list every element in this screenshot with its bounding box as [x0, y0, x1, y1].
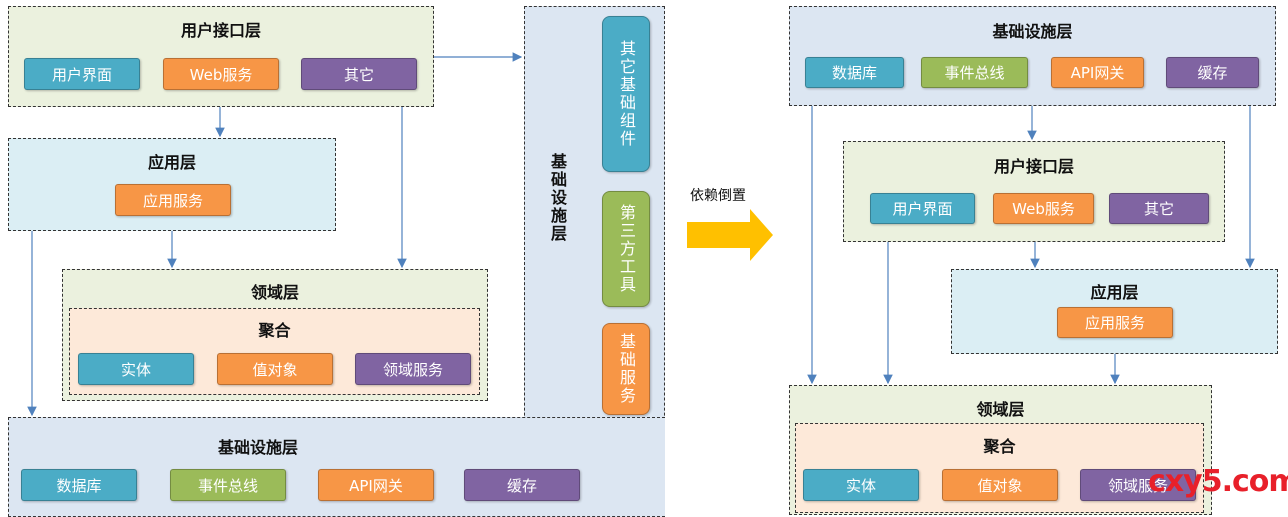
- right-domain-item-domain-service: 领域服务: [1080, 469, 1196, 501]
- right-ui-item-user-interface: 用户界面: [870, 193, 975, 224]
- left-app-item-app-service: 应用服务: [115, 184, 231, 216]
- left-infra-item-database: 数据库: [21, 469, 137, 501]
- left-infra-vertical-title: 基础设施层: [548, 153, 567, 243]
- left-app-layer-title: 应用层: [147, 153, 196, 172]
- left-ui-layer-title: 用户接口层: [180, 21, 261, 40]
- left-infra-basic-services: 基础服务: [602, 323, 650, 415]
- connector-arrows: [27, 52, 1255, 417]
- dependency-inversion-arrow: [687, 209, 773, 261]
- left-infra-third-party-tools: 第三方工具: [602, 191, 650, 307]
- left-domain-item-value-object: 值对象: [217, 353, 333, 385]
- right-domain-item-entity: 实体: [803, 469, 919, 501]
- watermark: cxy5.com: [1148, 464, 1288, 499]
- left-infra-bottom-title: 基础设施层: [217, 438, 298, 457]
- right-infra-item-database: 数据库: [805, 57, 904, 88]
- right-aggregate-title: 聚合: [983, 437, 1016, 456]
- left-infra-item-event-bus: 事件总线: [170, 469, 286, 501]
- left-domain-item-entity: 实体: [78, 353, 194, 385]
- left-ui-item-other: 其它: [301, 58, 417, 90]
- right-infra-layer: 基础设施层: [789, 6, 1276, 106]
- right-ui-item-other: 其它: [1109, 193, 1209, 224]
- right-ui-layer-title: 用户接口层: [993, 157, 1074, 176]
- left-ui-item-web-service: Web服务: [163, 58, 279, 90]
- left-infra-other-components: 其它基础组件: [602, 16, 650, 172]
- right-infra-item-api-gateway: API网关: [1051, 57, 1144, 88]
- left-ui-layer: 用户接口层: [8, 6, 434, 107]
- left-infra-item-cache: 缓存: [464, 469, 580, 501]
- left-domain-item-domain-service: 领域服务: [355, 353, 471, 385]
- right-infra-item-cache: 缓存: [1166, 57, 1259, 88]
- right-app-layer-title: 应用层: [1090, 283, 1139, 302]
- right-app-item-app-service: 应用服务: [1057, 307, 1173, 338]
- right-ui-layer: 用户接口层: [843, 141, 1225, 242]
- dependency-inversion-label: 依赖倒置: [690, 188, 746, 204]
- right-ui-item-web-service: Web服务: [993, 193, 1094, 224]
- left-ui-item-user-interface: 用户界面: [24, 58, 140, 90]
- left-infra-item-api-gateway: API网关: [318, 469, 434, 501]
- right-infra-layer-title: 基础设施层: [992, 22, 1073, 41]
- left-aggregate-title: 聚合: [258, 321, 291, 340]
- left-domain-layer-title: 领域层: [250, 283, 299, 302]
- right-infra-item-event-bus: 事件总线: [921, 57, 1028, 88]
- right-domain-layer-title: 领域层: [976, 400, 1025, 419]
- right-domain-item-value-object: 值对象: [942, 469, 1058, 501]
